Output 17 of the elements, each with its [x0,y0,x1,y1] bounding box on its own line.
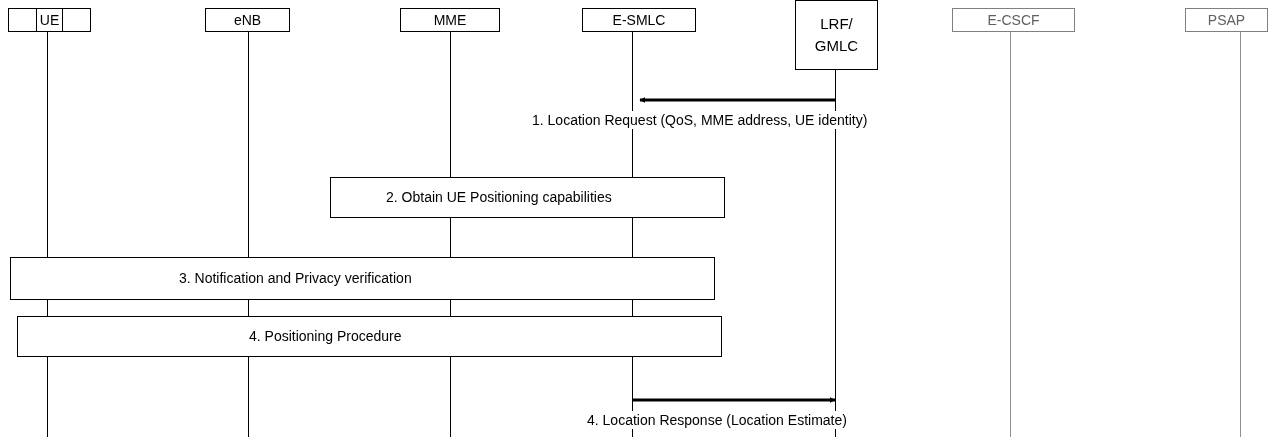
procedure-label: 4. Positioning Procedure [249,327,402,346]
procedure-label: 2. Obtain UE Positioning capabilities [386,188,612,207]
procedure-box [17,316,722,357]
procedure-label: 3. Notification and Privacy verification [179,269,412,288]
entity-label: PSAP [1207,11,1246,30]
edge-label: 4. Location Response (Location Estimate) [585,411,849,429]
edge-label: 1. Location Request (QoS, MME address, UE identity) [530,111,870,129]
procedure-box [10,257,715,300]
message-arrow [632,397,836,403]
entity-label: eNB [233,11,262,30]
entity-label: UE [35,8,64,32]
message-arrow [639,97,835,103]
entity-label: LRF/ GMLC [813,14,860,56]
entity-label: E-CSCF [987,11,1040,30]
entity-label: MME [433,11,467,30]
procedure-box [330,177,725,218]
entity-label: E-SMLC [612,11,666,30]
